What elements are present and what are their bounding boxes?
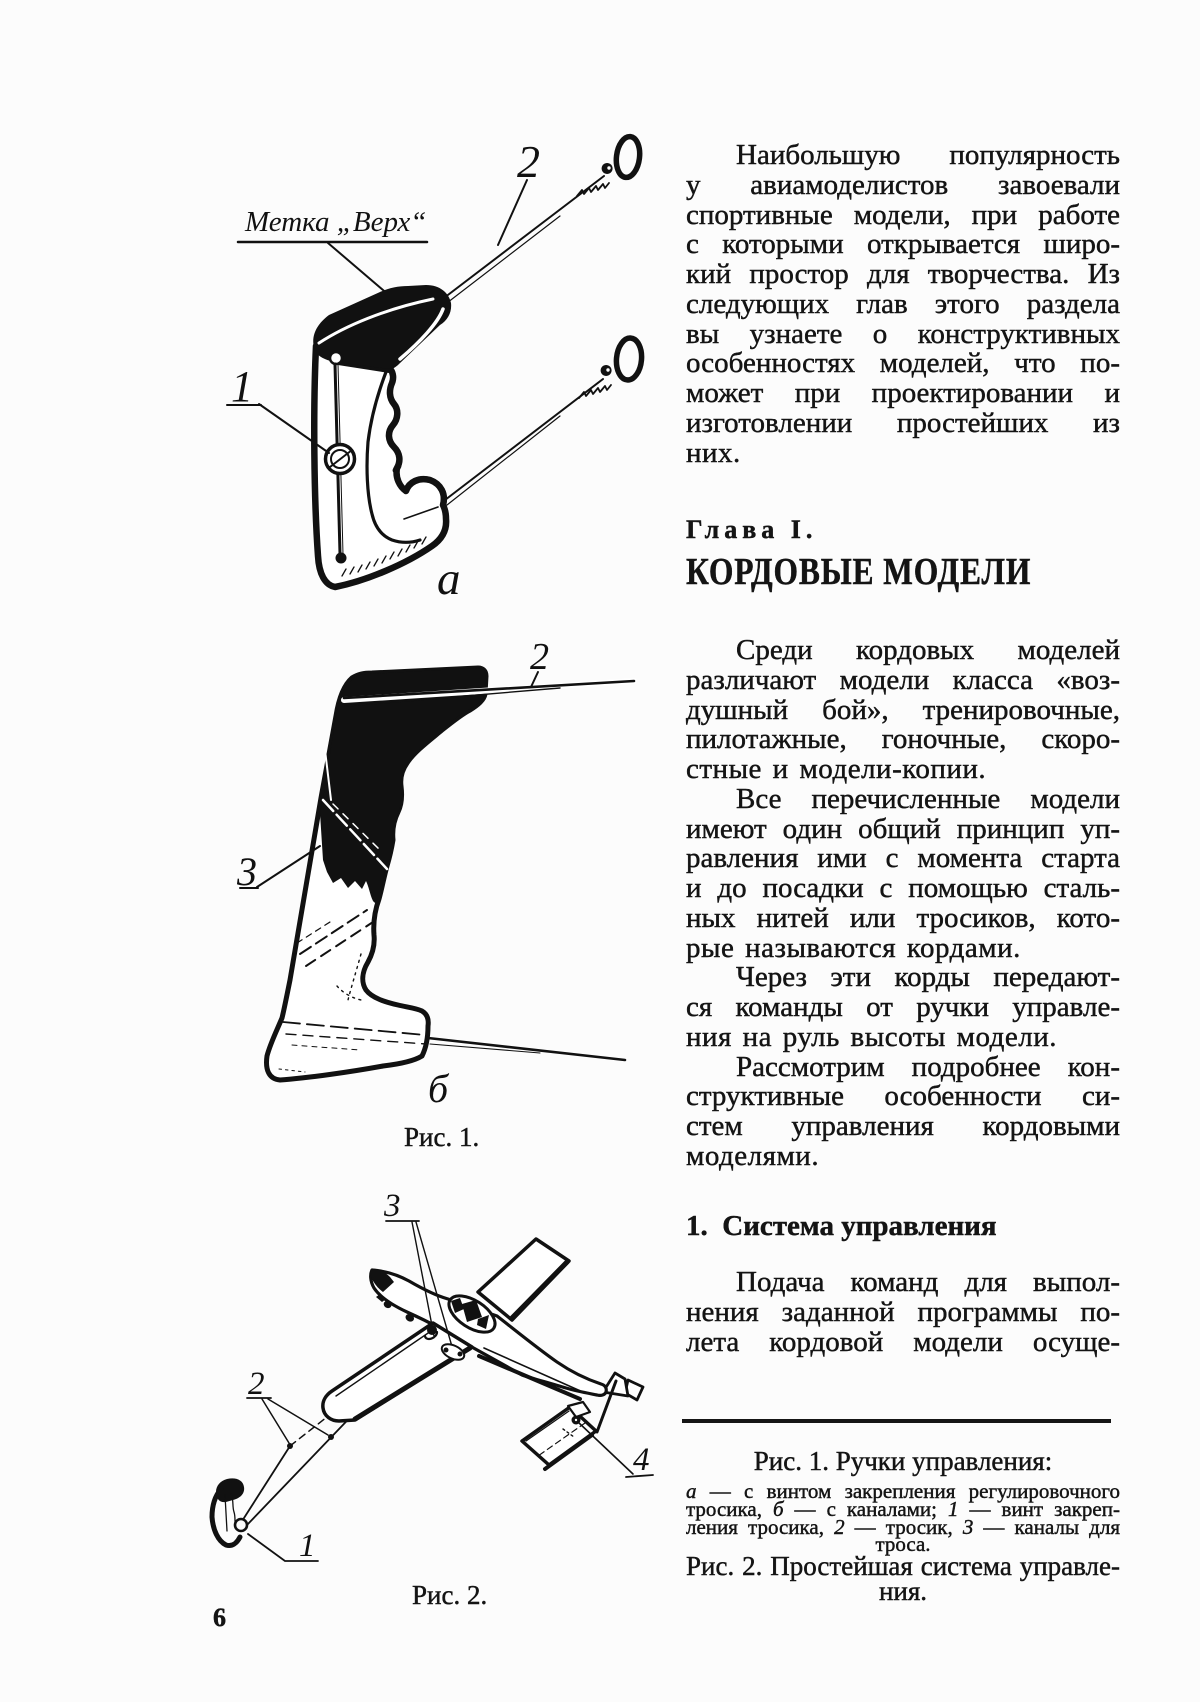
svg-text:1: 1 xyxy=(299,1528,316,1564)
svg-text:Метка „Верх“: Метка „Верх“ xyxy=(244,206,426,238)
svg-text:3: 3 xyxy=(236,849,257,894)
svg-text:3: 3 xyxy=(383,1188,401,1224)
svg-text:б: б xyxy=(428,1066,450,1111)
svg-text:2: 2 xyxy=(248,1366,265,1402)
svg-text:a: a xyxy=(437,553,461,605)
svg-text:1: 1 xyxy=(231,362,253,411)
svg-text:2: 2 xyxy=(530,636,549,678)
svg-text:4: 4 xyxy=(633,1442,650,1478)
svg-text:2: 2 xyxy=(517,136,540,187)
